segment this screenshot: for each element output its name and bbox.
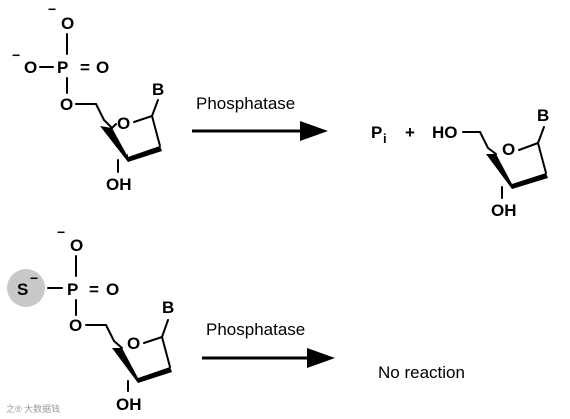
reaction1-products: P i + HO O B OH — [371, 106, 549, 220]
product-bond-c5-c4 — [479, 131, 497, 155]
bond-c1-c2-2 — [161, 336, 171, 368]
sulfur-highlight-circle — [7, 269, 45, 307]
ring-bottom-bold-bond — [100, 126, 162, 162]
phosphate-left-charge: − — [12, 47, 20, 63]
double-bond-sign-2: = — [89, 280, 99, 299]
bond-c1-base — [151, 99, 159, 117]
phosphate-right-oxygen: O — [96, 58, 109, 77]
sulfur-charge: − — [30, 270, 38, 286]
hydroxyl-label-2: OH — [116, 395, 142, 414]
nucleobase-label: B — [152, 80, 164, 99]
product-hydroxyl-5prime: HO — [432, 123, 458, 142]
phosphorus-atom: P — [57, 58, 68, 77]
reaction1-enzyme-label: Phosphatase — [196, 94, 295, 113]
bond-c4-ringo — [111, 123, 117, 129]
thiophosphate-top-charge: − — [57, 224, 65, 240]
bridging-oxygen: O — [60, 95, 73, 114]
plus-sign: + — [405, 123, 415, 142]
inorganic-phosphate-label: P — [371, 123, 382, 142]
reaction2-arrow: Phosphatase — [202, 320, 335, 368]
sulfur-atom: S — [17, 280, 28, 299]
thiophosphorus-atom: P — [67, 280, 78, 299]
bond-c1-c2 — [151, 115, 161, 147]
no-reaction-label: No reaction — [378, 363, 465, 382]
nucleobase-label-2: B — [162, 298, 174, 317]
thiophosphate-top-oxygen: O — [70, 236, 83, 255]
bond-c5-c4-2 — [105, 324, 123, 349]
bond-c5-c4 — [95, 103, 113, 129]
bridging-oxygen-2: O — [69, 316, 82, 335]
product-bond-c1-base — [537, 126, 545, 144]
reaction1-substrate: − O − O P = O O O B OH — [12, 1, 164, 194]
inorganic-phosphate-subscript: i — [383, 131, 387, 146]
product-ring-bottom-bold-bond — [486, 154, 548, 189]
reaction2-substrate: − O S − P = O O O B OH — [7, 224, 174, 414]
ring-bottom-bold-bond-2 — [112, 348, 172, 383]
reaction2-enzyme-label: Phosphatase — [206, 320, 305, 339]
watermark-text: 之® 大数据钱 — [6, 403, 60, 414]
reaction2-arrow-head — [307, 348, 335, 368]
bond-ringo-c1 — [133, 115, 153, 123]
product-bond-ringo-c1 — [518, 142, 539, 151]
product-bond-c1-c2 — [537, 142, 547, 174]
product-ring-oxygen: O — [502, 140, 515, 159]
phosphate-left-oxygen: O — [24, 58, 37, 77]
thiophosphate-right-oxygen: O — [106, 280, 119, 299]
reaction1-arrow: Phosphatase — [192, 94, 328, 141]
double-bond-sign: = — [80, 58, 90, 77]
product-hydroxyl-label: OH — [491, 201, 517, 220]
bond-c1-base-2 — [161, 319, 169, 338]
phosphate-top-charge: − — [48, 1, 56, 17]
ring-oxygen: O — [117, 114, 130, 133]
reaction1-arrow-head — [300, 121, 328, 141]
ring-oxygen-2: O — [127, 334, 140, 353]
phosphate-top-oxygen: O — [61, 14, 74, 33]
product-nucleobase-label: B — [537, 106, 549, 125]
hydroxyl-label: OH — [106, 175, 132, 194]
bond-ringo-c1-2 — [143, 336, 163, 344]
